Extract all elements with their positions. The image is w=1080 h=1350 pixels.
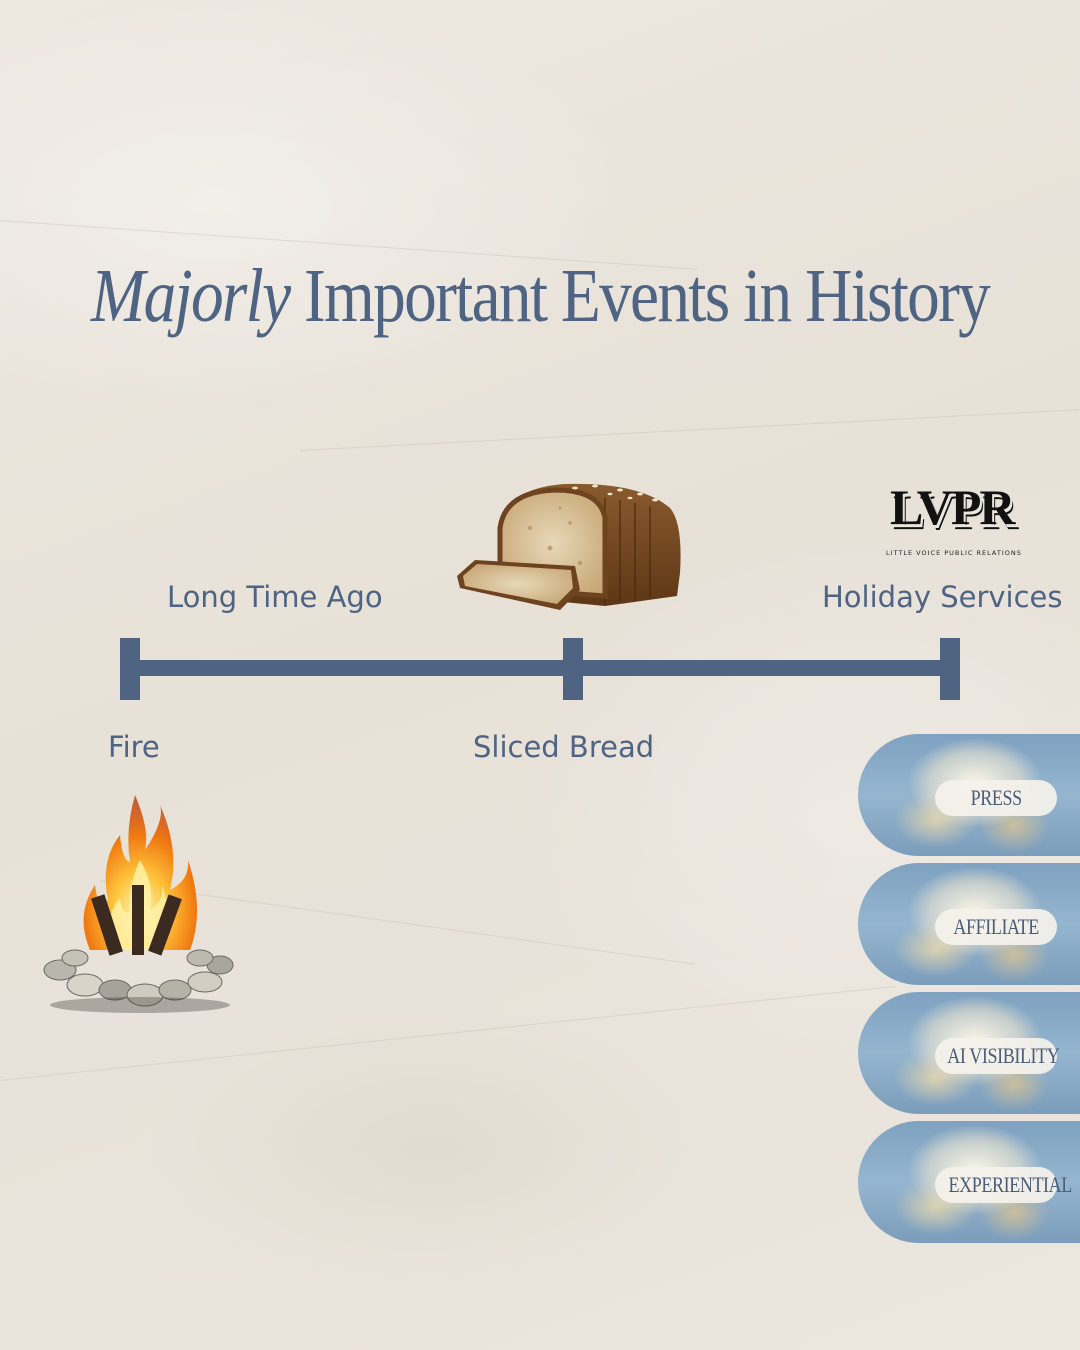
service-label-ai-visibility: AI VISIBILITY: [935, 1038, 1060, 1074]
service-label-affiliate: AFFILIATE: [935, 909, 1057, 945]
timeline-tick-end: [940, 638, 960, 700]
sliced-bread-image: [457, 483, 681, 610]
timeline-tick-middle: [563, 638, 583, 700]
timeline-label-holiday-services: Holiday Services: [822, 580, 1063, 614]
logo-mark: LVPR: [890, 479, 1016, 535]
lvpr-logo: LVPR LITTLE VOICE PUBLIC RELATIONS: [886, 482, 1021, 562]
campfire-image: [43, 795, 234, 1013]
timeline-line: [130, 660, 950, 676]
timeline-label-fire: Fire: [108, 730, 160, 764]
logo-tagline: LITTLE VOICE PUBLIC RELATIONS: [886, 549, 1022, 557]
page-title: Majorly Important Events in History: [76, 258, 1005, 334]
title-italic: Majorly: [90, 254, 291, 338]
service-label-experiential: EXPERIENTIAL: [935, 1167, 1072, 1203]
service-label-press: PRESS: [935, 780, 1057, 816]
title-rest: Important Events in History: [304, 254, 991, 338]
timeline-label-long-time-ago: Long Time Ago: [167, 580, 383, 614]
timeline-label-sliced-bread: Sliced Bread: [473, 730, 655, 764]
timeline-tick-start: [120, 638, 140, 700]
